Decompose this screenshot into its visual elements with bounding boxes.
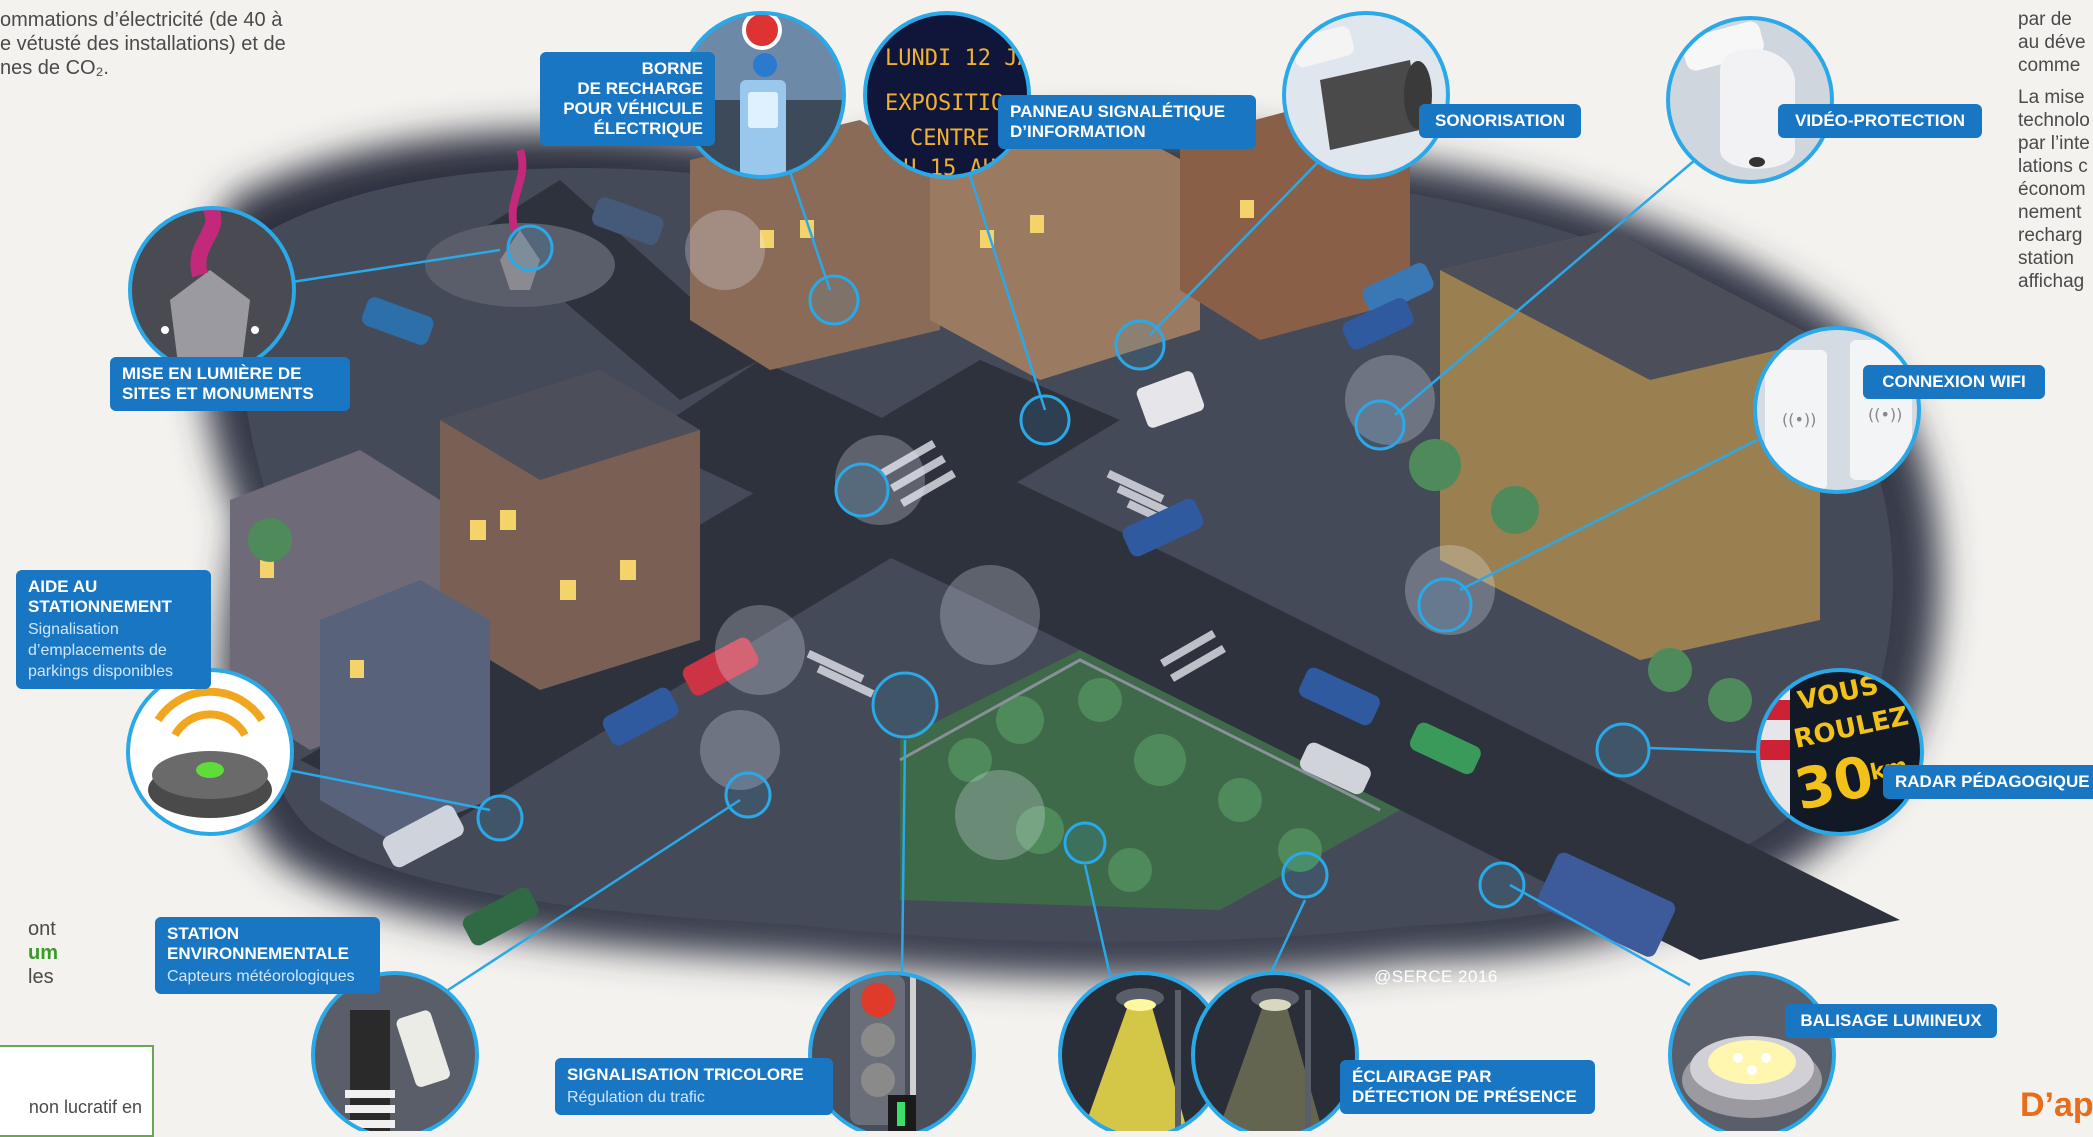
- callout-signalisation-tricolore: SIGNALISATION TRICOLORE Régulation du tr…: [555, 1058, 833, 1115]
- lcd-line-1: LUNDI 12 JA: [885, 46, 1031, 71]
- left-line-2: e vétusté des installations) et de: [0, 33, 286, 55]
- speed-radar-circle: VOUS ROULEZ À 30 km: [1756, 668, 1924, 836]
- left-intro-text: ommations d’électricité (de 40 à e vétus…: [0, 8, 286, 80]
- svg-text:((•)): ((•)): [1782, 410, 1816, 429]
- left-line-1: ommations d’électricité (de 40 à: [0, 9, 283, 31]
- callout-aide-subtitle: Signalisation d’emplacements de parkings…: [28, 621, 173, 680]
- loudspeaker-circle: [1282, 11, 1450, 179]
- callout-panneau: PANNEAU SIGNALÉTIQUE D’INFORMATION: [998, 95, 1256, 149]
- right-para-9: affichag: [2018, 271, 2085, 292]
- right-para-7: recharg: [2018, 225, 2083, 246]
- left-bottom-1: ont: [28, 918, 56, 940]
- left-bottom-3: les: [28, 966, 54, 988]
- copyright-label: @SERCE 2016: [1374, 967, 1498, 986]
- leader-lines: [287, 159, 1761, 992]
- callout-station-environnementale: STATION ENVIRONNEMENTALE Capteurs météor…: [155, 917, 380, 994]
- ground-light-circle: [1668, 971, 1836, 1131]
- wifi-circle: ((•)) ((•)): [1753, 326, 1921, 494]
- callout-borne-title: BORNE DE RECHARGE POUR VÉHICULE ÉLECTRIQ…: [563, 59, 703, 138]
- callout-eclairage: ÉCLAIRAGE PAR DÉTECTION DE PRÉSENCE: [1340, 1060, 1595, 1114]
- callout-eclairage-title: ÉCLAIRAGE PAR DÉTECTION DE PRÉSENCE: [1352, 1067, 1577, 1106]
- radar-speed: 30: [1789, 744, 1879, 824]
- right-para-2: technolo: [2018, 110, 2090, 131]
- callout-tricolore-title: SIGNALISATION TRICOLORE: [567, 1065, 804, 1084]
- callout-sonorisation: SONORISATION: [1419, 104, 1581, 138]
- callout-station-title: STATION ENVIRONNEMENTALE: [167, 924, 349, 963]
- lamp-on-circle: [1058, 971, 1226, 1131]
- left-bottom-text: ont um les: [28, 917, 58, 989]
- callout-balisage-title: BALISAGE LUMINEUX: [1800, 1011, 1982, 1030]
- right-para-1: La mise: [2018, 87, 2085, 108]
- callout-radar-title: RADAR PÉDAGOGIQUE: [1895, 772, 2090, 791]
- callout-station-subtitle: Capteurs météorologiques: [167, 968, 355, 985]
- right-para-6: nement: [2018, 202, 2082, 223]
- callout-sonorisation-title: SONORISATION: [1434, 111, 1566, 130]
- callout-wifi: CONNEXION WIFI: [1863, 365, 2045, 399]
- callout-video-protection: VIDÉO-PROTECTION: [1778, 104, 1982, 138]
- right-top-3: comme: [2018, 55, 2081, 76]
- right-top-1: par de: [2018, 9, 2072, 30]
- callout-balisage: BALISAGE LUMINEUX: [1785, 1004, 1997, 1038]
- callout-tricolore-subtitle: Régulation du trafic: [567, 1089, 705, 1106]
- right-top-text: par de au déve comme: [2018, 8, 2086, 77]
- left-note-box: non lucratif en: [0, 1045, 154, 1137]
- left-line-3: nes de CO₂.: [0, 57, 109, 79]
- right-section-heading: D’app: [2020, 1086, 2093, 1124]
- lamp-dim-circle: [1191, 971, 1359, 1131]
- callout-panneau-title: PANNEAU SIGNALÉTIQUE D’INFORMATION: [1010, 102, 1226, 141]
- callout-radar: RADAR PÉDAGOGIQUE: [1883, 765, 2093, 799]
- left-note-line: non lucratif en: [28, 1097, 142, 1117]
- right-para-3: par l’inte: [2018, 133, 2090, 154]
- callout-aide-title: AIDE AU STATIONNEMENT: [28, 577, 172, 616]
- lcd-line-3: CENTRE: [910, 126, 989, 151]
- weather-station-circle: [311, 971, 479, 1131]
- parking-sensor-circle: [126, 668, 294, 836]
- camera-circle: [1666, 16, 1834, 184]
- callout-wifi-title: CONNEXION WIFI: [1882, 372, 2026, 391]
- traffic-light-circle: [808, 971, 976, 1131]
- svg-text:((•)): ((•)): [1868, 405, 1902, 424]
- city-night-scene: [200, 100, 1941, 979]
- right-para-4: lations c: [2018, 156, 2088, 177]
- callout-monuments: MISE EN LUMIÈRE DE SITES ET MONUMENTS: [110, 357, 350, 411]
- right-para-5: économ: [2018, 179, 2086, 200]
- right-para-8: station: [2018, 248, 2074, 269]
- callout-video-title: VIDÉO-PROTECTION: [1794, 111, 1965, 130]
- right-paragraph: La mise technolo par l’inte lations c éc…: [2018, 86, 2090, 293]
- callout-aide-stationnement: AIDE AU STATIONNEMENT Signalisation d’em…: [16, 570, 211, 689]
- callout-borne-recharge: BORNE DE RECHARGE POUR VÉHICULE ÉLECTRIQ…: [540, 52, 715, 146]
- left-bottom-2: um: [28, 942, 58, 964]
- right-top-2: au déve: [2018, 32, 2086, 53]
- hotspot-rings: [476, 224, 1651, 909]
- callout-monuments-title: MISE EN LUMIÈRE DE SITES ET MONUMENTS: [122, 364, 314, 403]
- lcd-line-2: EXPOSITIO: [885, 91, 1004, 116]
